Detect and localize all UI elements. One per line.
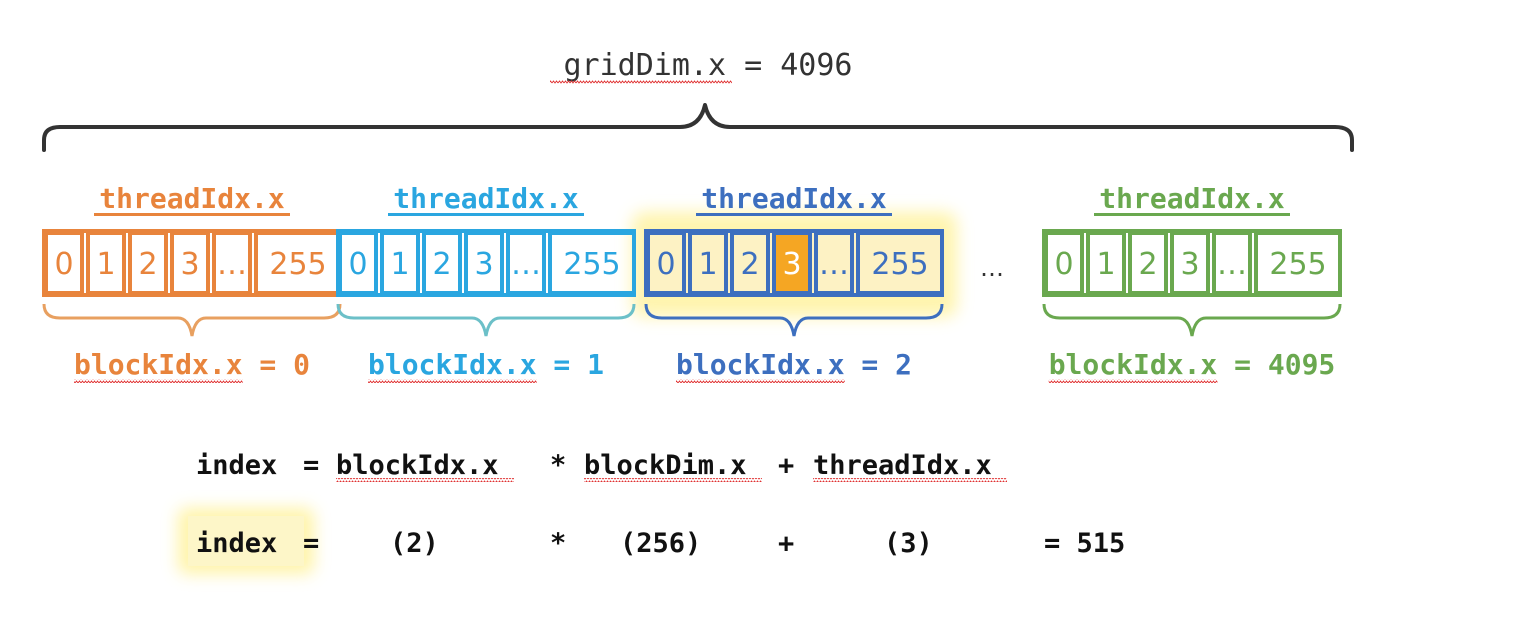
block-2-block-label: blockIdx.x = 2 — [676, 348, 912, 381]
block-4095-cell-1-label: 1 — [1096, 247, 1115, 282]
block-4095-block-label-value: = 4095 — [1217, 348, 1335, 381]
formula-1-blockidx-underline — [336, 478, 514, 482]
block-label-spell-underline — [367, 379, 537, 383]
block-label-spell-underline — [675, 379, 845, 383]
block-2-cell-2-label: 2 — [740, 247, 759, 282]
formula-2-thread-value: (3) — [884, 528, 933, 559]
formula-1-threadidx: threadIdx.x — [813, 450, 992, 481]
block-4095-thread-label-underline — [1094, 213, 1290, 216]
formula-1-times: * — [550, 450, 566, 481]
block-4095-cell-4-label: … — [1217, 247, 1247, 282]
grid-dim-value: = 4096 — [726, 48, 852, 83]
formula-1-blockidx: blockIdx.x — [336, 450, 499, 481]
block-2-cell-4-label: … — [819, 247, 849, 282]
block-0-cell-3-label: 3 — [180, 247, 199, 282]
block-0-cell-5-label: 255 — [269, 247, 326, 282]
formula-2-dim-value: (256) — [620, 528, 701, 559]
grid-dim-label: gridDim.x = 4096 — [564, 48, 853, 83]
block-1-block-label: blockIdx.x = 1 — [368, 348, 604, 381]
formula-2-block-value: (2) — [390, 528, 439, 559]
block-1-cell-2-label: 2 — [432, 247, 451, 282]
block-4095-cell-0-label: 0 — [1054, 247, 1073, 282]
block-2-thread-label: threadIdx.x — [701, 182, 887, 215]
block-2-cell-1-label: 1 — [698, 247, 717, 282]
blocks-ellipsis: … — [980, 254, 1004, 282]
block-2-block-label-code: blockIdx.x — [676, 348, 845, 381]
block-1-cell-4-label: … — [511, 247, 541, 282]
formula-1-plus: + — [778, 450, 794, 481]
formula-1-blockdim: blockDim.x — [584, 450, 747, 481]
block-2-brace — [644, 303, 944, 337]
block-1-thread-label-underline — [388, 213, 584, 216]
grid-brace — [42, 103, 1354, 152]
block-4095-border — [1042, 229, 1342, 297]
block-4095-thread-label: threadIdx.x — [1099, 182, 1285, 215]
block-4095-cell-5-label: 255 — [1269, 247, 1326, 282]
block-0-cell-4-label: … — [217, 247, 247, 282]
block-1-cell-1-label: 1 — [390, 247, 409, 282]
grid-dim-spell-underline — [550, 80, 732, 84]
block-1-cell-3-label: 3 — [474, 247, 493, 282]
block-0-thread-label: threadIdx.x — [99, 182, 285, 215]
block-4095-brace — [1042, 303, 1342, 337]
formula-2-plus: + — [778, 528, 794, 559]
block-4095-block-label-code: blockIdx.x — [1049, 348, 1218, 381]
formula-2-result: = 515 — [1044, 528, 1125, 559]
formula-1-threadidx-underline — [813, 478, 1007, 482]
block-0-block-label: blockIdx.x = 0 — [74, 348, 310, 381]
block-0-brace — [42, 303, 342, 337]
block-1-cell-5-label: 255 — [563, 247, 620, 282]
block-1-cell-0-label: 0 — [348, 247, 367, 282]
formula-1-index: index — [196, 450, 277, 481]
formula-2-index: index — [196, 528, 277, 559]
block-2-block-label-value: = 2 — [845, 348, 912, 381]
block-2-border — [644, 229, 944, 297]
block-label-spell-underline — [1048, 379, 1218, 383]
block-2-cell-0-label: 0 — [656, 247, 675, 282]
block-4095-cell-2-label: 2 — [1138, 247, 1157, 282]
formula-line-1: index = blockIdx.x * blockDim.x + thread… — [196, 450, 1007, 482]
block-0-block-label-code: blockIdx.x — [74, 348, 243, 381]
formula-2-times: * — [550, 528, 566, 559]
formula-2-equals: = — [303, 528, 319, 559]
block-1-block-label-code: blockIdx.x — [368, 348, 537, 381]
formula-1-blockdim-underline — [584, 478, 762, 482]
block-0-cell-0-label: 0 — [54, 247, 73, 282]
block-label-spell-underline — [73, 379, 243, 383]
block-4095-block-label: blockIdx.x = 4095 — [1049, 348, 1336, 381]
block-2-thread-label-underline — [696, 213, 892, 216]
index-highlight-box — [188, 516, 304, 566]
grid-dim-label-group: gridDim.x = 4096 — [550, 48, 853, 84]
block-0-block-label-value: = 0 — [243, 348, 310, 381]
grid-dim-code: gridDim.x — [564, 48, 727, 83]
block-0-cell-2-label: 2 — [138, 247, 157, 282]
block-0-cell-1-label: 1 — [96, 247, 115, 282]
block-1-brace — [336, 303, 636, 337]
block-1-border — [336, 229, 636, 297]
block-2-cell-3-label: 3 — [782, 247, 801, 282]
block-0-thread-label-underline — [94, 213, 290, 216]
formula-1-equals: = — [303, 450, 319, 481]
formula-line-2: index = (2) * (256) + (3) = 515 — [178, 508, 1125, 574]
block-1-thread-label: threadIdx.x — [393, 182, 579, 215]
block-4095-cell-3-label: 3 — [1180, 247, 1199, 282]
block-1-block-label-value: = 1 — [537, 348, 604, 381]
block-2-cell-5-label: 255 — [871, 247, 928, 282]
